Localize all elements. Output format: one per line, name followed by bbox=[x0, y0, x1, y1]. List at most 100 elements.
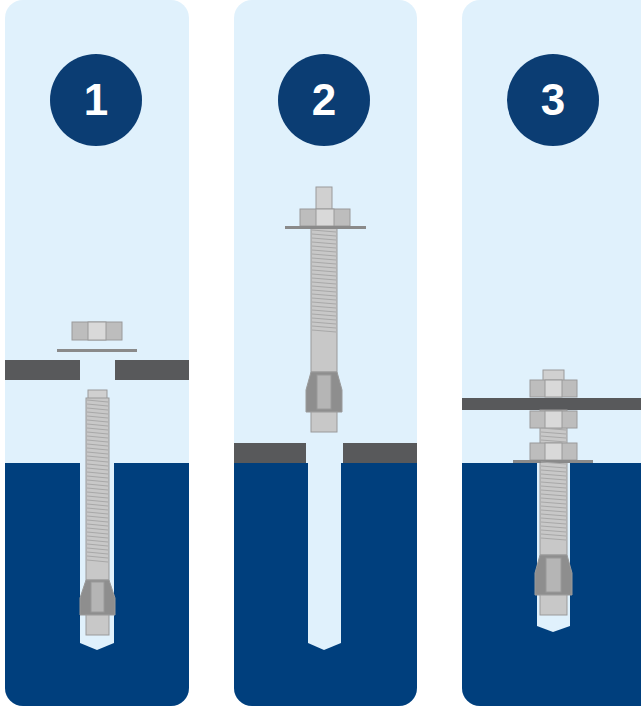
thread-line bbox=[87, 524, 108, 526]
thread-line bbox=[312, 294, 336, 296]
thread-line bbox=[312, 318, 336, 320]
thread-line bbox=[87, 404, 108, 406]
fixture-plate bbox=[115, 360, 189, 380]
thread-line bbox=[541, 474, 566, 476]
thread-line bbox=[312, 286, 336, 288]
thread-line bbox=[87, 440, 108, 442]
step-number-circle: 1 bbox=[50, 54, 142, 146]
thread-line bbox=[87, 544, 108, 546]
step-number: 3 bbox=[541, 78, 565, 122]
thread-line bbox=[87, 536, 108, 538]
thread-line bbox=[312, 246, 336, 248]
thread-line bbox=[312, 254, 336, 256]
wedge-anchor bbox=[285, 187, 366, 432]
thread-line bbox=[312, 242, 336, 244]
thread-line bbox=[87, 492, 108, 494]
fixture-plate bbox=[462, 398, 641, 410]
thread-line bbox=[87, 496, 108, 498]
step-number: 2 bbox=[312, 78, 336, 122]
thread-line bbox=[87, 480, 108, 482]
thread-line bbox=[87, 472, 108, 474]
thread-line bbox=[541, 486, 566, 488]
thread-line bbox=[541, 530, 566, 532]
step-number-circle: 3 bbox=[507, 54, 599, 146]
thread-line bbox=[87, 500, 108, 502]
thread-line bbox=[541, 490, 566, 492]
fixture-plate bbox=[234, 443, 306, 463]
thread-line bbox=[87, 468, 108, 470]
thread-line bbox=[87, 460, 108, 462]
thread-line bbox=[312, 234, 336, 236]
thread-line bbox=[541, 514, 566, 516]
thread-line bbox=[312, 262, 336, 264]
wedge-anchor bbox=[513, 370, 593, 615]
thread-line bbox=[87, 408, 108, 410]
thread-line bbox=[312, 238, 336, 240]
thread-line bbox=[87, 520, 108, 522]
thread-line bbox=[541, 518, 566, 520]
panel bbox=[462, 0, 641, 706]
thread-line bbox=[312, 330, 336, 332]
wedge-anchor bbox=[57, 322, 137, 635]
thread-line bbox=[87, 464, 108, 466]
thread-line bbox=[87, 516, 108, 518]
thread-line bbox=[87, 552, 108, 554]
thread-line bbox=[312, 298, 336, 300]
thread-line bbox=[87, 436, 108, 438]
thread-line bbox=[541, 428, 566, 430]
thread-line bbox=[312, 278, 336, 280]
drilled-hole bbox=[308, 463, 341, 650]
thread-line bbox=[312, 270, 336, 272]
thread-line bbox=[312, 266, 336, 268]
panel bbox=[234, 0, 417, 706]
thread-line bbox=[312, 274, 336, 276]
thread-line bbox=[541, 470, 566, 472]
thread-line bbox=[541, 432, 566, 434]
step-number-circle: 2 bbox=[278, 54, 370, 146]
thread-line bbox=[87, 444, 108, 446]
thread-line bbox=[312, 250, 336, 252]
thread-line bbox=[541, 478, 566, 480]
thread-line bbox=[312, 314, 336, 316]
thread-line bbox=[87, 428, 108, 430]
panel bbox=[5, 0, 189, 706]
thread-line bbox=[87, 452, 108, 454]
concrete bbox=[234, 463, 417, 706]
fixture-plate bbox=[343, 443, 417, 463]
thread-line bbox=[312, 282, 336, 284]
thread-line bbox=[541, 522, 566, 524]
thread-line bbox=[312, 326, 336, 328]
thread-line bbox=[87, 560, 108, 562]
thread-line bbox=[87, 424, 108, 426]
thread-line bbox=[87, 400, 108, 402]
thread-line bbox=[87, 512, 108, 514]
thread-line bbox=[541, 494, 566, 496]
thread-line bbox=[312, 290, 336, 292]
thread-line bbox=[541, 526, 566, 528]
thread-line bbox=[87, 484, 108, 486]
thread-line bbox=[541, 466, 566, 468]
thread-line bbox=[312, 302, 336, 304]
thread-line bbox=[87, 412, 108, 414]
thread-line bbox=[312, 306, 336, 308]
thread-line bbox=[87, 488, 108, 490]
thread-line bbox=[312, 322, 336, 324]
thread-line bbox=[541, 534, 566, 536]
thread-line bbox=[87, 508, 108, 510]
thread-line bbox=[312, 258, 336, 260]
thread-line bbox=[87, 556, 108, 558]
thread-line bbox=[541, 482, 566, 484]
screw-threads bbox=[87, 230, 566, 562]
thread-line bbox=[87, 420, 108, 422]
fixture-plate bbox=[5, 360, 80, 380]
thread-line bbox=[87, 548, 108, 550]
thread-line bbox=[87, 432, 108, 434]
thread-line bbox=[541, 498, 566, 500]
thread-line bbox=[312, 230, 336, 232]
thread-line bbox=[541, 538, 566, 540]
thread-line bbox=[87, 476, 108, 478]
thread-line bbox=[541, 436, 566, 438]
thread-line bbox=[87, 528, 108, 530]
step-number: 1 bbox=[84, 78, 108, 122]
thread-line bbox=[87, 456, 108, 458]
